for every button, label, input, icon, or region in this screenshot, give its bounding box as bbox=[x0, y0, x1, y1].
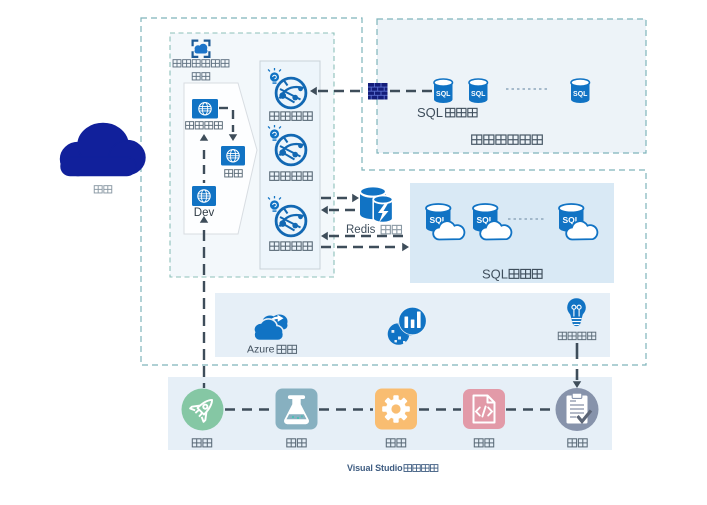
svg-text:SQL: SQL bbox=[471, 91, 486, 98]
svg-text:Dev: Dev bbox=[194, 207, 215, 219]
svg-text:SQL: SQL bbox=[417, 105, 443, 120]
svg-text:Redis: Redis bbox=[346, 224, 376, 236]
svg-text:SQL: SQL bbox=[430, 215, 447, 225]
svg-text:Visual Studio: Visual Studio bbox=[347, 463, 403, 473]
svg-text:SQL: SQL bbox=[573, 91, 588, 98]
svg-text:SQL: SQL bbox=[477, 215, 494, 225]
svg-text:SQL: SQL bbox=[436, 91, 451, 98]
svg-text:Azure: Azure bbox=[247, 344, 275, 356]
svg-text:SQL: SQL bbox=[563, 215, 580, 225]
svg-text:SQL: SQL bbox=[482, 267, 508, 282]
